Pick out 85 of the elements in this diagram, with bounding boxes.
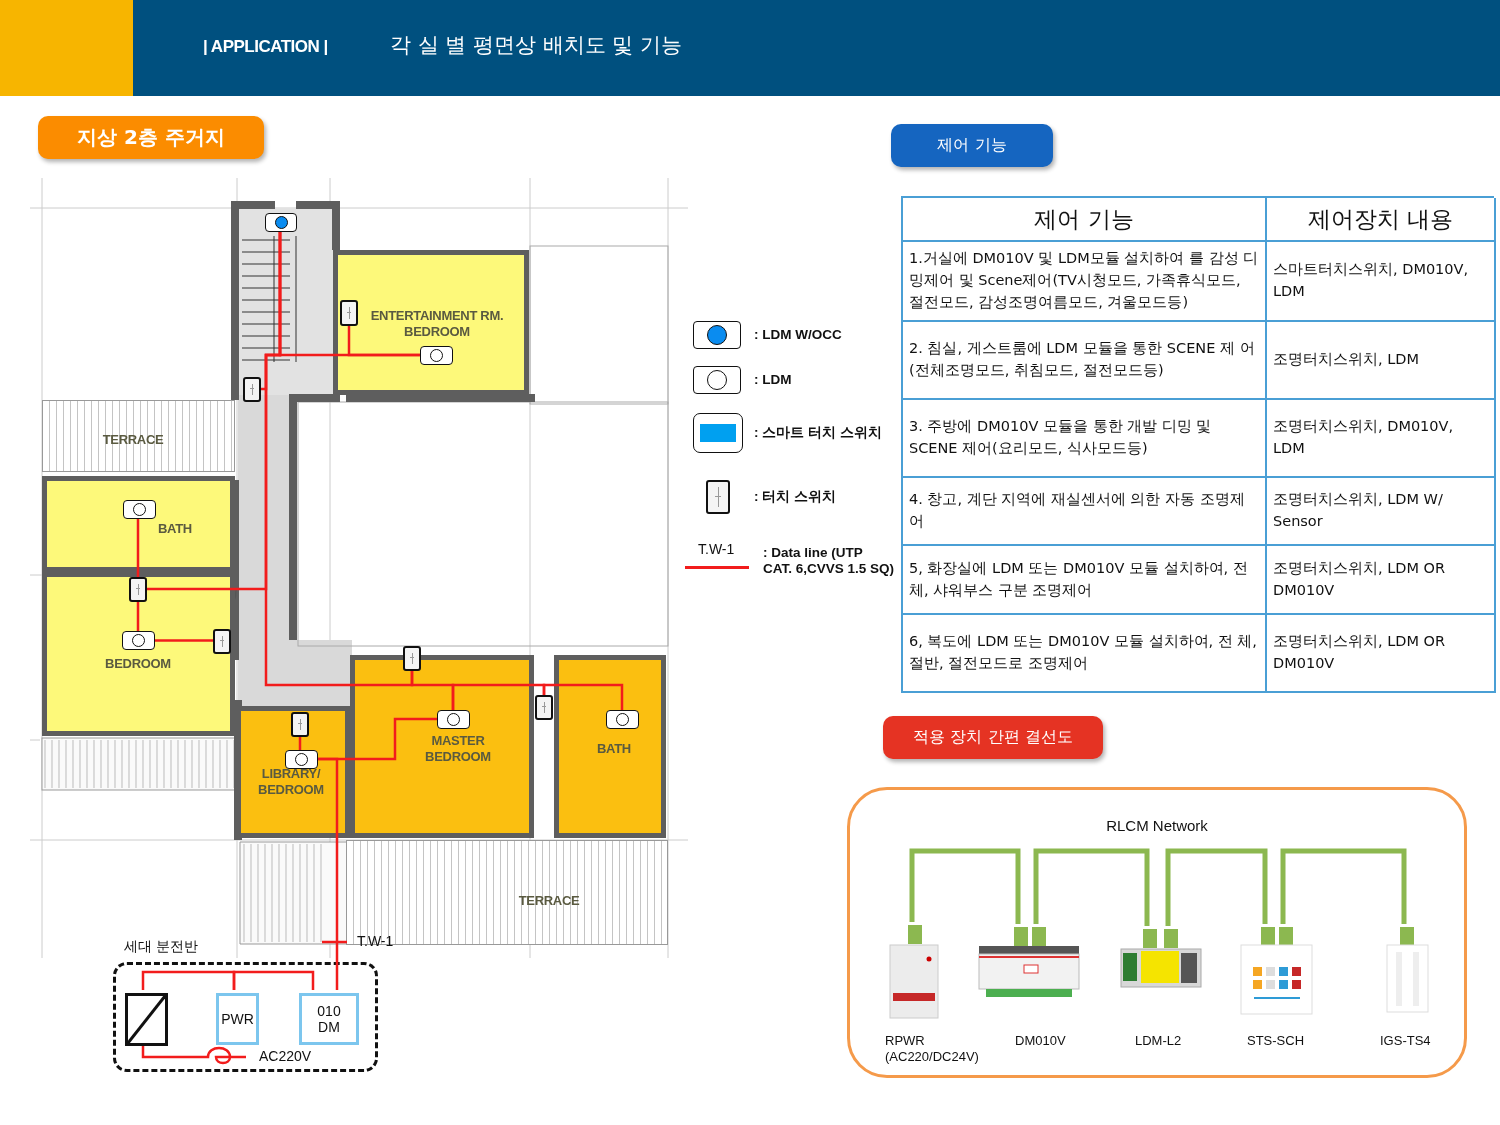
section-badge: 지상 2층 주거지 <box>38 116 264 159</box>
room-label: MASTER BEDROOM <box>424 733 492 765</box>
column-header: 제어장치 내용 <box>1307 204 1454 234</box>
wiring-line <box>298 737 302 750</box>
ldm-symbol <box>437 710 470 729</box>
ldm-module-drawing <box>1119 929 1203 989</box>
room-label: TERRACE <box>101 432 165 448</box>
device-caption: RPWR (AC220/DC24V) <box>885 1033 980 1065</box>
table-text: 조명터치스위치, DM010V, LDM <box>1273 417 1455 458</box>
room-area <box>333 250 529 395</box>
ldm-symbol <box>122 631 155 650</box>
cable-label: T.W-1 <box>357 933 394 949</box>
table-text: 조명터치스위치, LDM OR DM010V <box>1273 632 1447 673</box>
device-caption: DM010V <box>1015 1033 1067 1049</box>
touch-switch-symbol <box>213 629 231 654</box>
voltage-label: AC220V <box>259 1048 312 1064</box>
cable-label: T.W-1 <box>698 541 735 557</box>
touch-switch-symbol <box>340 300 358 326</box>
network-cable <box>909 848 1021 924</box>
wiring-line <box>347 326 420 357</box>
room-area <box>350 655 534 838</box>
table-text: 스마트터치스위치, DM010V, LDM <box>1273 260 1470 301</box>
wiring-line <box>451 683 546 710</box>
column-header: 제어 기능 <box>1034 204 1134 234</box>
module-box: PWR <box>216 993 259 1045</box>
legend-text: : 터치 스위치 <box>754 489 837 505</box>
table-text: 6, 복도에 LDM 또는 DM010V 모듈 설치하여, 전 체, 절반, 절전모드로 조명제어 <box>909 632 1258 673</box>
wiring-line <box>136 519 140 577</box>
occupancy-ldm-symbol <box>265 213 297 232</box>
terrace-area <box>42 400 235 472</box>
section-badge: 적용 장치 간편 결선도 <box>883 716 1103 759</box>
table-text: 4. 창고, 계단 지역에 재실센서에 의한 자동 조명제 어 <box>909 490 1246 531</box>
room-label: ENTERTAINMENT RM. BEDROOM <box>369 308 505 340</box>
device-caption: STS-SCH <box>1247 1033 1306 1049</box>
network-title: RLCM Network <box>1105 817 1209 834</box>
room-area <box>554 655 666 838</box>
table-text: 2. 침실, 게스트룸에 LDM 모듈을 통한 SCENE 제 어 (전체조명모드, 취침모드, 절전모드등) <box>909 339 1256 380</box>
network-panel <box>847 787 1467 1078</box>
room-label: BEDROOM <box>104 656 172 672</box>
network-cable <box>1165 848 1268 926</box>
device-caption: IGS-TS4 <box>1380 1033 1432 1049</box>
touch-switch-drawing <box>1386 927 1429 1013</box>
wiring-line <box>318 757 339 990</box>
table-text: 조명터치스위치, LDM W/ Sensor <box>1273 490 1444 531</box>
touch-switch-symbol <box>129 577 147 602</box>
section-label: | APPLICATION | <box>203 37 328 57</box>
touch-switch-symbol <box>403 646 421 671</box>
wiring-line <box>141 970 236 990</box>
dimmer-module-drawing <box>978 927 1080 999</box>
wiring-line <box>542 683 624 710</box>
touch-switch-symbol <box>535 695 553 720</box>
touch-switch-symbol <box>243 377 261 402</box>
ldm-symbol <box>123 500 156 519</box>
legend-text: : 스마트 터치 스위치 <box>754 425 883 441</box>
room-label: BATH <box>596 741 632 757</box>
wiring-line <box>155 639 213 642</box>
wiring-line <box>136 602 140 631</box>
table-text: 조명터치스위치, LDM OR DM010V <box>1273 558 1447 600</box>
section-badge: 제어 기능 <box>891 124 1053 167</box>
ldm-symbol <box>606 710 639 729</box>
touch-panel-drawing <box>1240 927 1313 1015</box>
terrace-area <box>346 840 668 945</box>
network-cable <box>1033 848 1150 926</box>
page-title: 각 실 별 평면상 배치도 및 기능 <box>390 32 683 59</box>
room-label: LIBRARY/ BEDROOM <box>257 766 325 798</box>
wiring-line <box>264 232 414 687</box>
power-supply-drawing <box>889 925 939 1019</box>
touch-switch-symbol <box>291 712 309 737</box>
legend-text: : Data line (UTP CAT. 6,CVVS 1.5 SQ) <box>763 545 895 577</box>
converter-symbol <box>125 993 168 1046</box>
panel-title: 세대 분전반 <box>124 938 199 956</box>
module-box: 010 DM <box>299 993 359 1045</box>
legend-text: : LDM W/OCC <box>754 327 843 343</box>
legend-text: : LDM <box>754 372 793 388</box>
table-text: 3. 주방에 DM010V 모듈을 통한 개발 디밍 및 SCENE 제어(요리모드, 식사모드등) <box>909 417 1213 458</box>
ldm-symbol <box>420 346 453 365</box>
table-text: 1.거실에 DM010V 및 LDM모듈 설치하여 를 감성 디밍제어 및 Scene제어(TV시청모드, 가족휴식모드, 절전모드, 감성조명여름모드, 겨울모드등) <box>909 249 1259 312</box>
wiring-line <box>232 970 315 990</box>
table-text: 조명터치스위치, LDM <box>1273 350 1419 370</box>
table-text: 5, 화장실에 LDM 또는 DM010V 모듈 설치하여, 전 체, 샤워부스 구분 조명제어 <box>909 558 1249 600</box>
network-cable <box>1280 848 1407 924</box>
ldm-symbol <box>285 750 318 769</box>
room-label: BATH <box>157 521 193 537</box>
room-label: TERRACE <box>517 893 581 909</box>
device-caption: LDM-L2 <box>1135 1033 1183 1049</box>
